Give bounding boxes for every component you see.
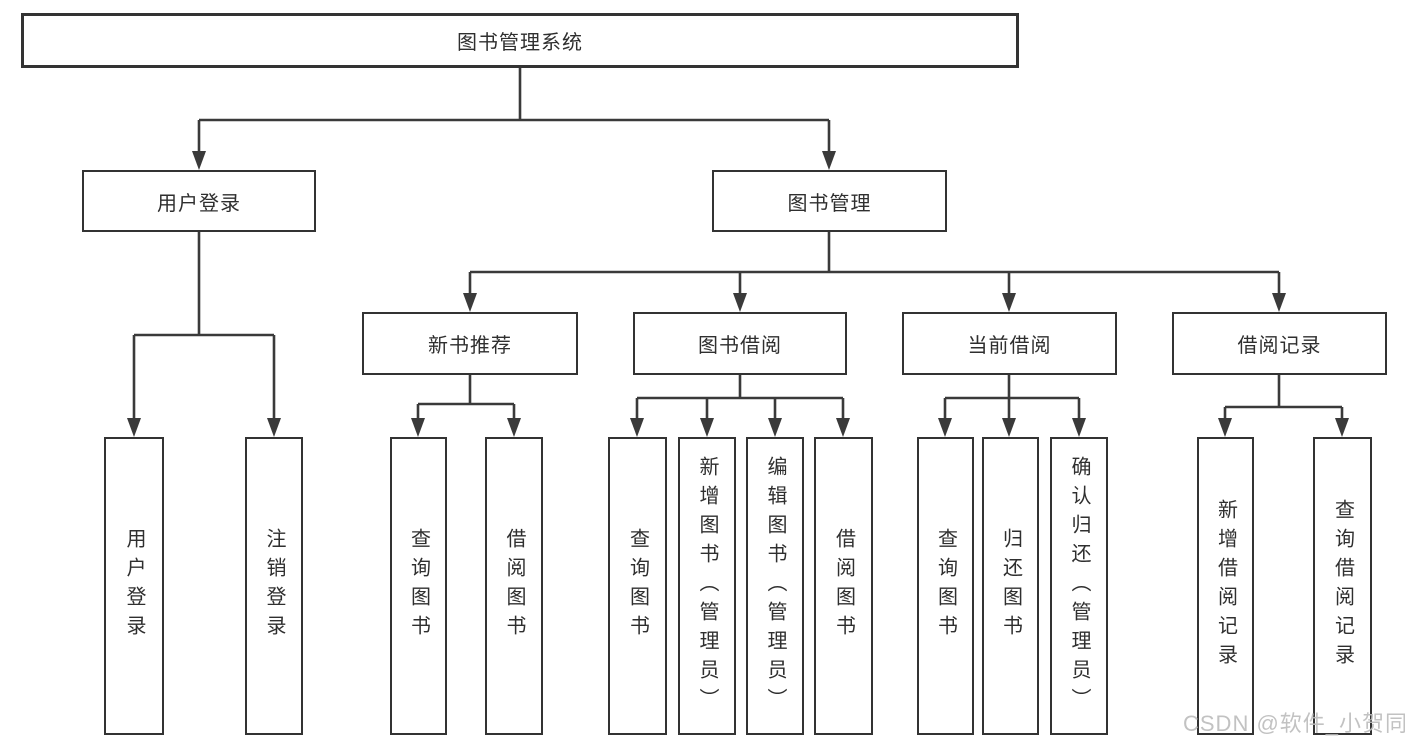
leaf-add-borrow-record: 新增借阅记录 <box>1197 437 1254 735</box>
leaf-query-borrow-record: 查询借阅记录 <box>1313 437 1372 735</box>
leaf-logout-label: 注销登录 <box>263 528 285 644</box>
node-new-book-recommend: 新书推荐 <box>362 312 578 375</box>
leaf-query-books-borrowing: 查询图书 <box>608 437 667 735</box>
leaf-confirm-return-admin-label: 确认归还（管理员） <box>1068 455 1090 717</box>
node-current-borrowing: 当前借阅 <box>902 312 1117 375</box>
leaf-query-books-current-label: 查询图书 <box>934 528 957 644</box>
leaf-query-books-current: 查询图书 <box>917 437 974 735</box>
node-book-management: 图书管理 <box>712 170 947 232</box>
leaf-query-books-borrowing-label: 查询图书 <box>626 528 649 644</box>
csdn-watermark: CSDN @软件_小贺同学 <box>1183 711 1405 736</box>
leaf-return-book-label: 归还图书 <box>999 528 1022 644</box>
leaf-user-login-label: 用户登录 <box>123 528 145 644</box>
leaf-user-login: 用户登录 <box>104 437 164 735</box>
leaf-borrow-books-recommend: 借阅图书 <box>485 437 543 735</box>
leaf-logout: 注销登录 <box>245 437 303 735</box>
leaf-edit-book-admin: 编辑图书（管理员） <box>746 437 804 735</box>
leaf-add-borrow-record-label: 新增借阅记录 <box>1214 499 1237 673</box>
leaf-query-borrow-record-label: 查询借阅记录 <box>1331 499 1354 673</box>
node-user-login: 用户登录 <box>82 170 316 232</box>
leaf-add-book-admin: 新增图书（管理员） <box>678 437 736 735</box>
leaf-query-books-recommend: 查询图书 <box>390 437 447 735</box>
leaf-query-books-recommend-label: 查询图书 <box>407 528 430 644</box>
leaf-borrow-books-recommend-label: 借阅图书 <box>503 528 525 644</box>
leaf-add-book-admin-label: 新增图书（管理员） <box>696 455 718 717</box>
node-library-system: 图书管理系统 <box>21 13 1019 68</box>
leaf-borrow-books-borrowing-label: 借阅图书 <box>832 528 855 644</box>
leaf-edit-book-admin-label: 编辑图书（管理员） <box>764 455 786 717</box>
node-borrow-records: 借阅记录 <box>1172 312 1387 375</box>
node-book-borrowing: 图书借阅 <box>633 312 847 375</box>
leaf-borrow-books-borrowing: 借阅图书 <box>814 437 873 735</box>
leaf-confirm-return-admin: 确认归还（管理员） <box>1050 437 1108 735</box>
leaf-return-book: 归还图书 <box>982 437 1039 735</box>
